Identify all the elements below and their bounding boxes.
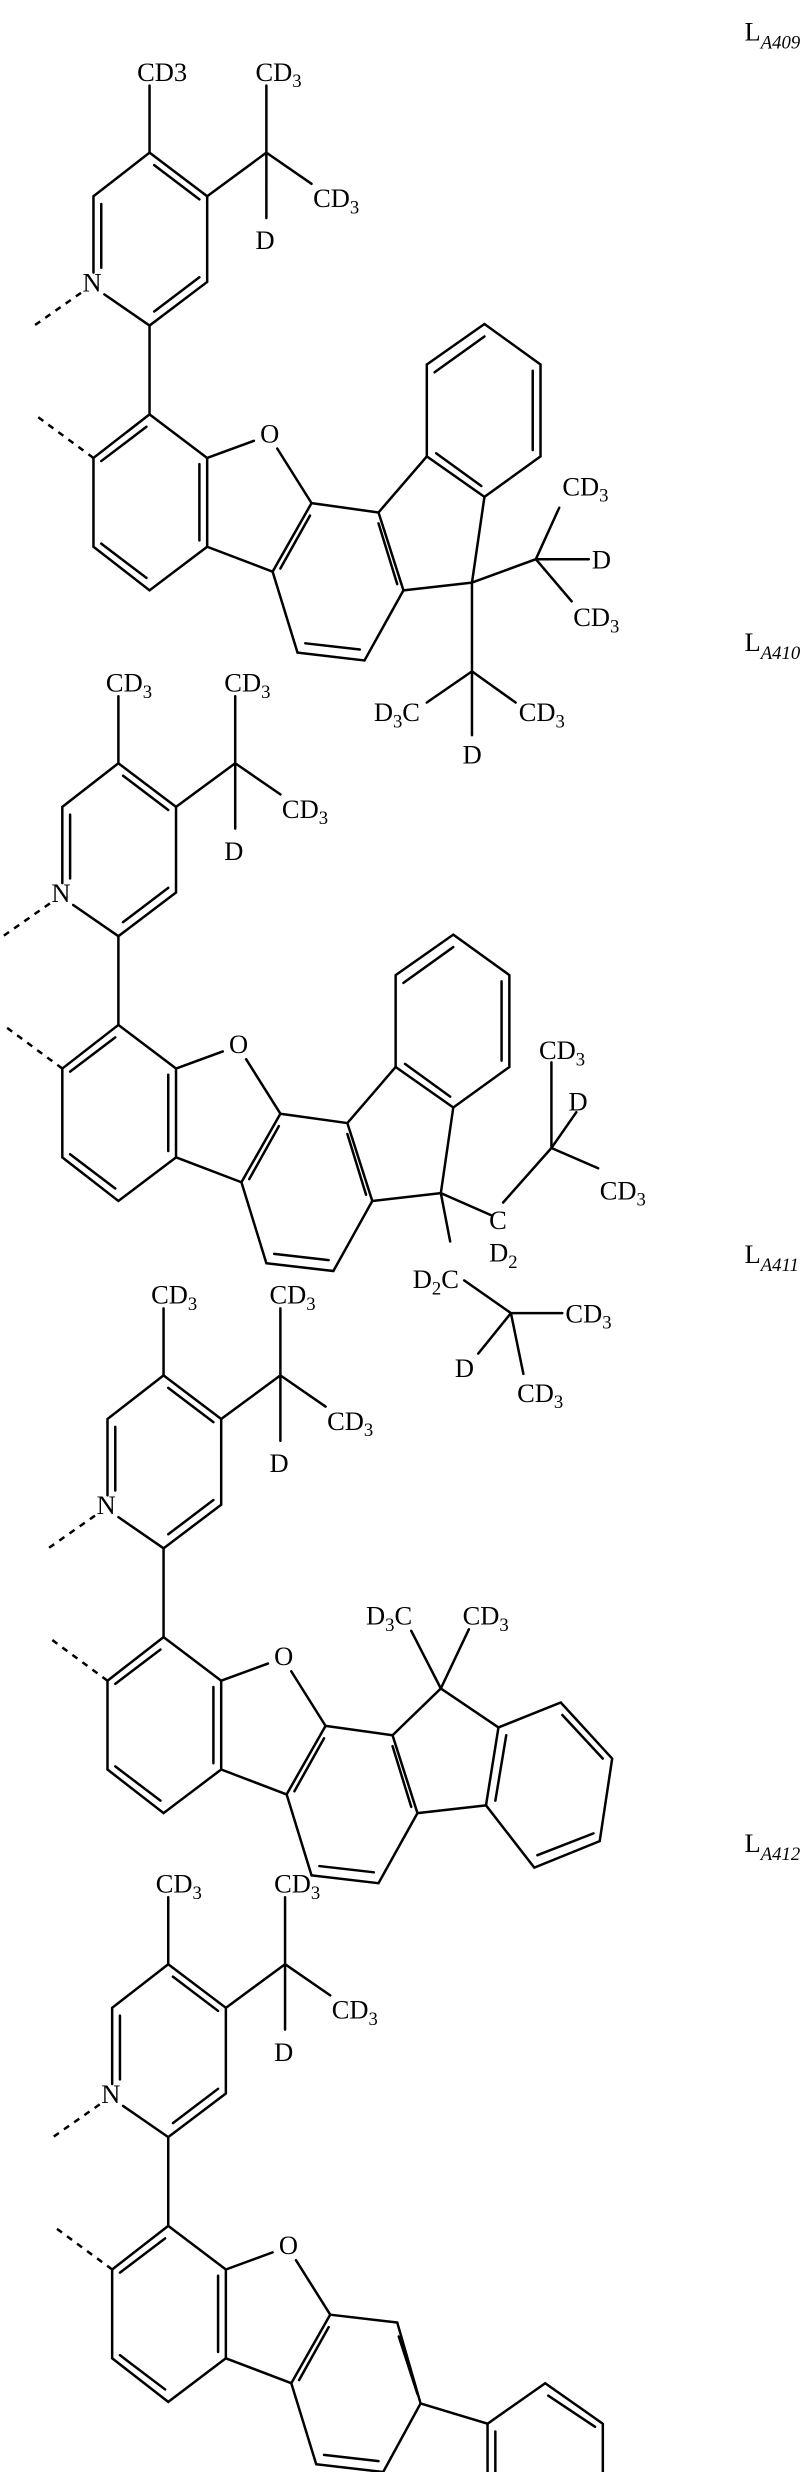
compound-LA412: LA412 N CD3 CD3 CD3 D O D3C CD3	[52, 1828, 801, 2472]
svg-text:D: D	[255, 225, 274, 255]
svg-text:LA411: LA411	[745, 1239, 799, 1276]
svg-text:D: D	[463, 739, 482, 769]
svg-text:O: O	[260, 418, 279, 448]
compound-LA411: LA411 N CD3 CD3 CD3 D O D3C CD3	[47, 1239, 799, 1885]
svg-text:CD3: CD3	[106, 668, 152, 703]
svg-text:CD3: CD3	[573, 602, 619, 637]
svg-text:CD3: CD3	[519, 697, 565, 732]
svg-text:C: C	[489, 1205, 507, 1235]
svg-text:D2C: D2C	[413, 1264, 459, 1299]
svg-text:D: D	[455, 1353, 474, 1383]
svg-text:O: O	[229, 1029, 248, 1059]
svg-text:CD3: CD3	[327, 1406, 373, 1441]
svg-text:D: D	[592, 545, 611, 575]
svg-text:CD3: CD3	[224, 668, 270, 703]
svg-text:D: D	[274, 2037, 293, 2067]
svg-text:CD3: CD3	[562, 471, 608, 506]
svg-text:D3C: D3C	[366, 1601, 412, 1636]
svg-text:CD3: CD3	[282, 794, 328, 829]
svg-text:CD3: CD3	[255, 57, 301, 92]
svg-text:CD3: CD3	[313, 183, 359, 218]
svg-text:CD3: CD3	[269, 1280, 315, 1315]
svg-text:CD3: CD3	[600, 1175, 646, 1210]
svg-text:CD3: CD3	[565, 1298, 611, 1333]
svg-text:N: N	[101, 2079, 120, 2109]
svg-text:O: O	[279, 2230, 298, 2260]
compound-LA409: LA409 N CD3 CD3 CD3 D O CD3 D	[33, 16, 801, 769]
svg-text:LA410: LA410	[745, 627, 801, 664]
n-atom: N	[83, 267, 102, 297]
svg-text:N: N	[51, 878, 70, 908]
svg-text:D: D	[224, 836, 243, 866]
svg-text:CD3: CD3	[151, 1280, 197, 1315]
svg-text:N: N	[97, 1490, 116, 1520]
svg-text:CD3: CD3	[332, 1995, 378, 2030]
svg-text:CD3: CD3	[463, 1601, 509, 1636]
compound-LA410: LA410 N CD3 CD3 CD3 D O C D2 CD3 D CD3 D…	[2, 627, 801, 1413]
svg-text:D: D	[569, 1087, 588, 1117]
svg-text:D2: D2	[489, 1238, 517, 1273]
svg-text:D3C: D3C	[374, 697, 420, 732]
svg-text:CD3: CD3	[517, 1378, 563, 1413]
svg-text:CD3: CD3	[156, 1869, 202, 1904]
svg-text:LA412: LA412	[745, 1828, 801, 1865]
svg-text:CD3: CD3	[539, 1035, 585, 1070]
compound-label: LA409	[745, 16, 801, 53]
svg-text:CD3: CD3	[274, 1869, 320, 1904]
svg-text:O: O	[274, 1641, 293, 1671]
methyl-cd3: CD3	[137, 57, 187, 87]
svg-text:D: D	[269, 1448, 288, 1478]
